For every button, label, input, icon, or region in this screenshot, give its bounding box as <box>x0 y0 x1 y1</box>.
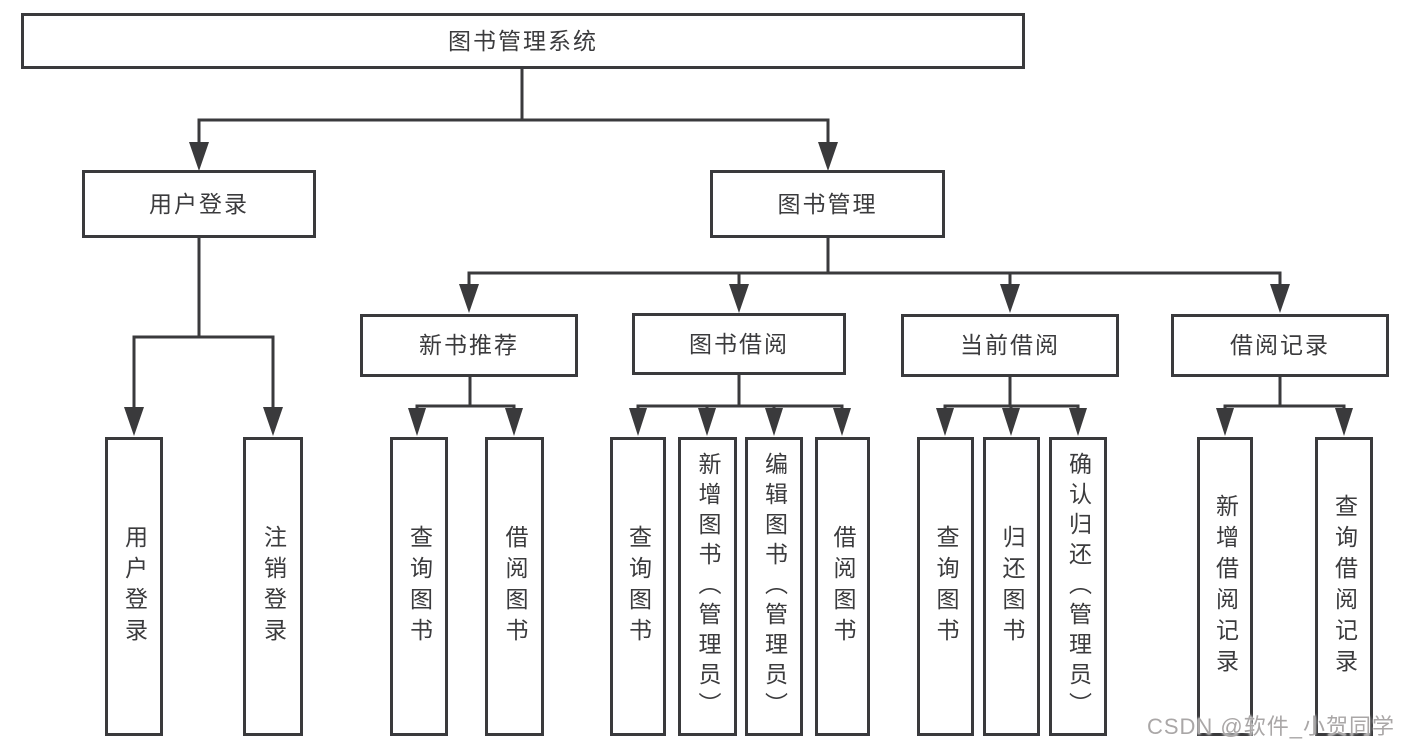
arrowhead-icon <box>818 142 838 171</box>
arrowhead-icon <box>263 407 283 436</box>
arrowhead-icon <box>629 408 647 436</box>
connector-level3-rail <box>467 271 1282 287</box>
arrowhead-icon <box>459 284 479 313</box>
node-root-system: 图书管理系统 <box>21 13 1025 69</box>
connector-level2-rail <box>197 118 830 146</box>
arrowhead-icon <box>124 407 144 436</box>
connector-borrowing-rail <box>636 404 844 409</box>
connector-userlogin-rail <box>132 335 275 410</box>
arrowhead-icon <box>1216 408 1234 436</box>
leaf-query-books-recommend: 查询图书 <box>390 437 448 736</box>
leaf-return-books: 归还图书 <box>983 437 1040 736</box>
arrowhead-icon <box>408 408 426 436</box>
arrowhead-icon <box>505 408 523 436</box>
leaf-logout: 注销登录 <box>243 437 303 736</box>
leaf-borrow-books-recommend: 借阅图书 <box>485 437 544 736</box>
arrowhead-icon <box>1069 408 1087 436</box>
node-borrowing-records: 借阅记录 <box>1171 314 1389 377</box>
leaf-user-login: 用户登录 <box>105 437 163 736</box>
leaf-add-borrow-record: 新增借阅记录 <box>1197 437 1253 736</box>
arrowhead-icon <box>189 142 209 171</box>
arrowhead-icon <box>729 284 749 313</box>
leaf-borrow-books-borrowing: 借阅图书 <box>815 437 870 736</box>
node-new-book-recommend: 新书推荐 <box>360 314 578 377</box>
node-user-login: 用户登录 <box>82 170 316 238</box>
node-book-borrowing: 图书借阅 <box>632 313 846 375</box>
leaf-add-books-admin: 新增图书（管理员） <box>678 437 737 736</box>
arrowhead-icon <box>1000 284 1020 313</box>
node-book-management: 图书管理 <box>710 170 945 238</box>
leaf-query-books-borrowing: 查询图书 <box>610 437 666 736</box>
leaf-query-borrow-record: 查询借阅记录 <box>1315 437 1373 736</box>
arrowhead-icon <box>833 408 851 436</box>
connector-records-rail <box>1223 404 1346 409</box>
arrowhead-icon <box>1002 408 1020 436</box>
arrowhead-icon <box>1270 284 1290 313</box>
leaf-edit-books-admin: 编辑图书（管理员） <box>745 437 803 736</box>
arrowhead-icon <box>1335 408 1353 436</box>
connector-recommend-rail <box>415 404 516 409</box>
leaf-confirm-return-admin: 确认归还（管理员） <box>1049 437 1107 736</box>
node-current-borrowing: 当前借阅 <box>901 314 1119 377</box>
leaf-query-books-current: 查询图书 <box>917 437 974 736</box>
arrowhead-icon <box>936 408 954 436</box>
arrowhead-icon <box>765 408 783 436</box>
arrowhead-icon <box>698 408 716 436</box>
